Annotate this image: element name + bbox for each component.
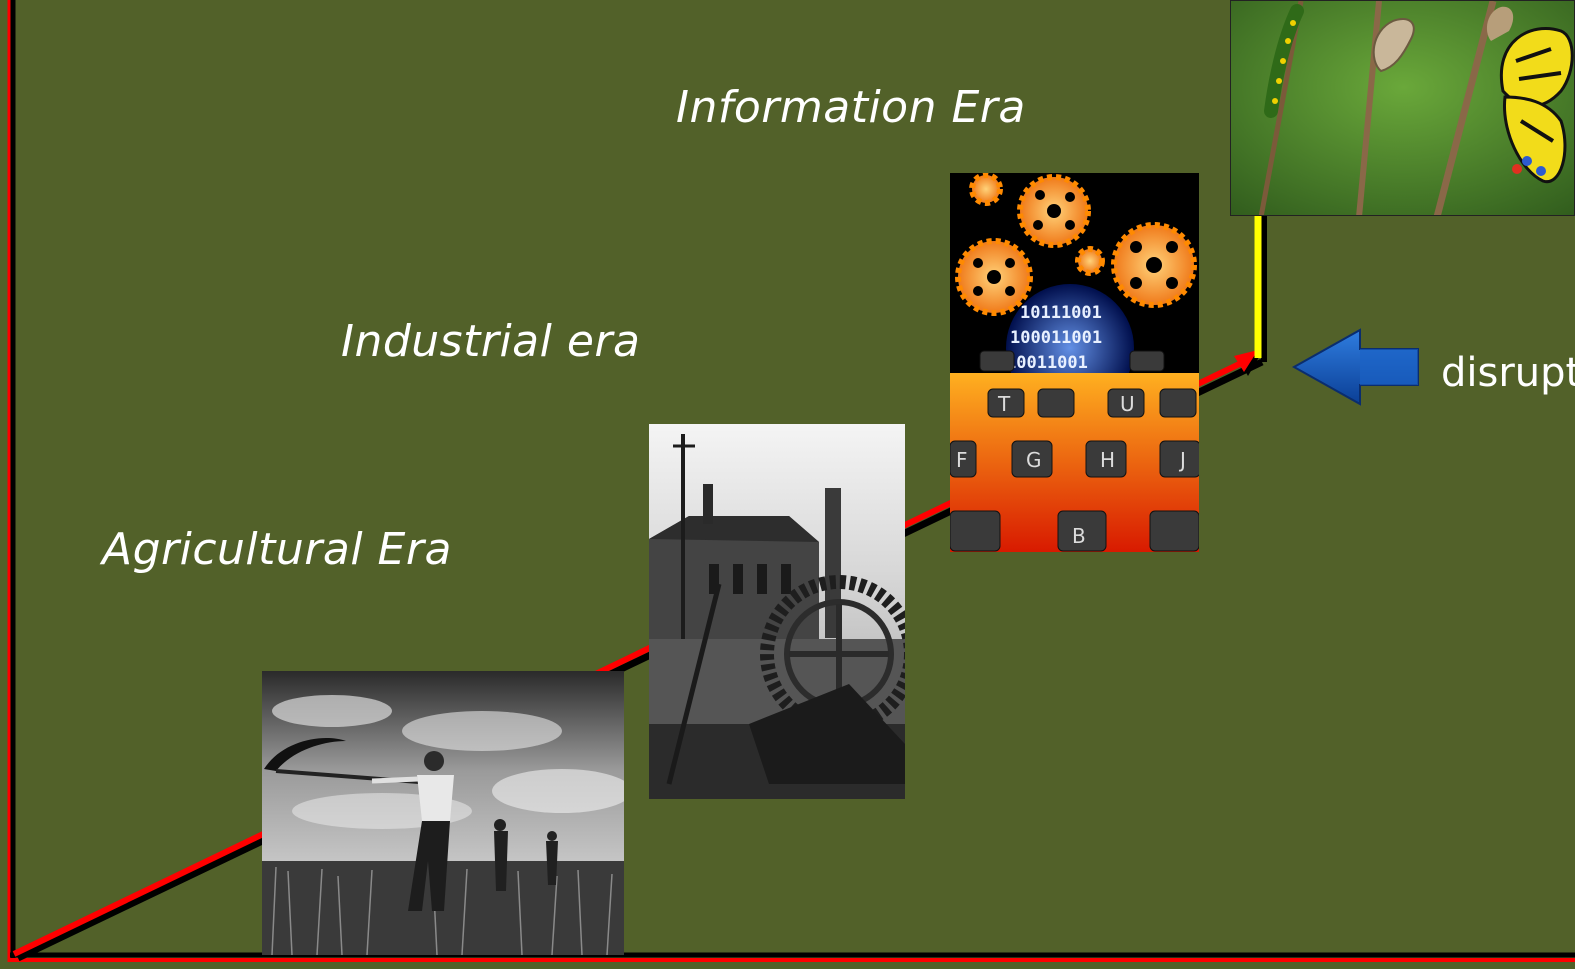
svg-text:B: B	[1072, 524, 1086, 548]
svg-text:100011001: 100011001	[1010, 328, 1102, 348]
agricultural-era-label: Agricultural Era	[102, 524, 452, 575]
industrial-era-label: Industrial era	[341, 316, 641, 367]
svg-text:T: T	[997, 392, 1011, 416]
information-era-label: Information Era	[676, 82, 1026, 133]
gears-binary-keyboard-photo: 10111001 100011001 10011001 1001010 TU F…	[950, 173, 1199, 552]
factory-with-gears-photo	[649, 424, 905, 799]
caterpillar-to-butterfly-photo	[1230, 0, 1575, 216]
svg-text:G: G	[1026, 448, 1042, 472]
left-arrow-icon	[1292, 328, 1419, 406]
svg-text:H: H	[1100, 448, 1115, 472]
svg-text:J: J	[1178, 448, 1186, 472]
svg-text:10011001: 10011001	[1006, 353, 1088, 373]
disrupt-label: disrupt	[1441, 350, 1575, 396]
svg-text:10111001: 10111001	[1020, 303, 1102, 323]
farmer-with-scythe-photo	[262, 671, 624, 955]
svg-text:U: U	[1120, 392, 1135, 416]
svg-text:F: F	[956, 448, 968, 472]
